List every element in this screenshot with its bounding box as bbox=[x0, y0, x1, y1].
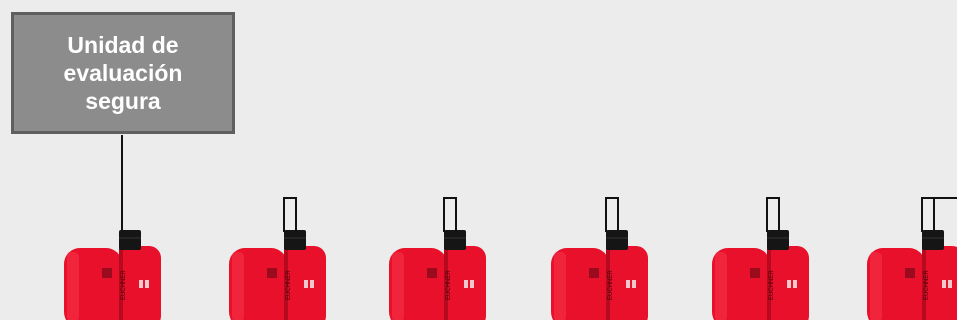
wire-link-5 bbox=[922, 198, 934, 232]
sensor-highlight bbox=[232, 252, 244, 320]
sensor-highlight bbox=[715, 252, 727, 320]
wire-exit bbox=[934, 198, 957, 232]
sensor-connector bbox=[284, 230, 306, 250]
wire-link-2 bbox=[444, 198, 456, 232]
led-indicator bbox=[464, 280, 468, 288]
wire-link-4 bbox=[767, 198, 779, 232]
led-indicator bbox=[948, 280, 952, 288]
safety-sensor-2: EUCHNER bbox=[229, 230, 326, 320]
sensor-highlight bbox=[554, 252, 566, 320]
safety-sensor-5: EUCHNER bbox=[712, 230, 809, 320]
sensor-brand-label: EUCHNER bbox=[446, 270, 452, 300]
sensor-layer: EUCHNER EUCHNER EUCHNER EUCHNER EUCHNER EUCHN… bbox=[64, 230, 957, 320]
qr-code-mark bbox=[905, 268, 915, 278]
sensor-highlight bbox=[392, 252, 404, 320]
led-indicator bbox=[942, 280, 946, 288]
sensor-brand-label: EUCHNER bbox=[121, 270, 127, 300]
led-indicator bbox=[470, 280, 474, 288]
sensor-brand-label: EUCHNER bbox=[608, 270, 614, 300]
wire-link-1 bbox=[284, 198, 296, 232]
led-indicator bbox=[626, 280, 630, 288]
led-indicator bbox=[632, 280, 636, 288]
sensor-connector bbox=[119, 230, 141, 250]
sensor-highlight bbox=[67, 252, 79, 320]
qr-code-mark bbox=[267, 268, 277, 278]
sensor-connector bbox=[606, 230, 628, 250]
led-indicator bbox=[139, 280, 143, 288]
led-indicator bbox=[310, 280, 314, 288]
safety-sensor-6: EUCHNER bbox=[867, 230, 957, 320]
led-indicator bbox=[145, 280, 149, 288]
sensor-brand-label: EUCHNER bbox=[769, 270, 775, 300]
qr-code-mark bbox=[589, 268, 599, 278]
sensor-connector bbox=[922, 230, 944, 250]
sensor-brand-label: EUCHNER bbox=[286, 270, 292, 300]
safety-sensor-1: EUCHNER bbox=[64, 230, 161, 320]
led-indicator bbox=[787, 280, 791, 288]
wire-layer bbox=[122, 135, 957, 232]
sensor-connector bbox=[444, 230, 466, 250]
led-indicator bbox=[304, 280, 308, 288]
safety-sensor-3: EUCHNER bbox=[389, 230, 486, 320]
qr-code-mark bbox=[427, 268, 437, 278]
qr-code-mark bbox=[750, 268, 760, 278]
sensor-connector bbox=[767, 230, 789, 250]
sensor-highlight bbox=[870, 252, 882, 320]
safety-sensor-4: EUCHNER bbox=[551, 230, 648, 320]
qr-code-mark bbox=[102, 268, 112, 278]
sensor-brand-label: EUCHNER bbox=[924, 270, 930, 300]
wire-link-3 bbox=[606, 198, 618, 232]
led-indicator bbox=[793, 280, 797, 288]
